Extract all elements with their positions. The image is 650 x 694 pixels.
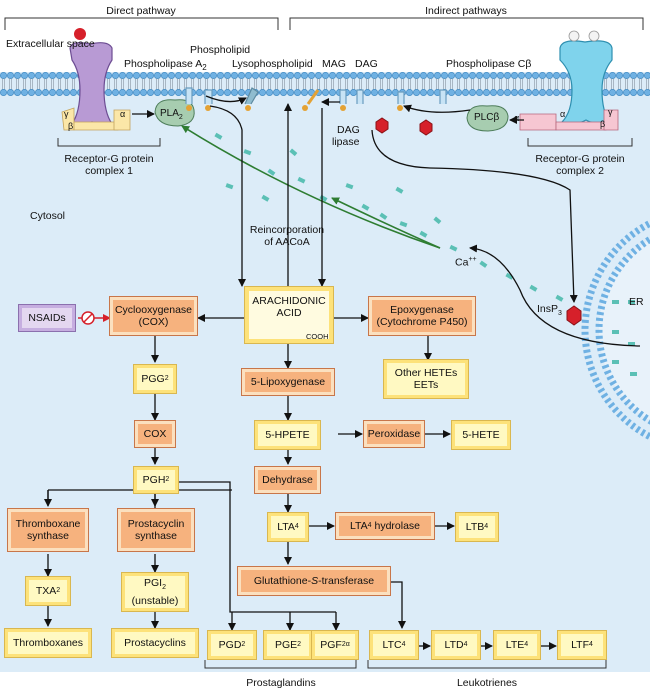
calcium-ions — [214, 132, 637, 376]
5-hete-box: 5-HETE — [451, 420, 511, 450]
insp3-label: InsP3 — [537, 303, 562, 318]
thromboxanes-box: Thromboxanes — [4, 628, 92, 658]
indirect-pathway-bracket — [289, 17, 644, 30]
gamma-subunit-2: γ — [608, 107, 613, 117]
er-to-ca-arrow — [469, 244, 641, 347]
mag-label: MAG — [322, 58, 346, 70]
cox-box: COX — [134, 420, 176, 448]
alpha-subunit-2a: α — [514, 113, 520, 123]
gamma-subunit-1: γ — [64, 109, 69, 119]
reincorporation-label-1: Reincorporation — [249, 224, 325, 236]
plcb-label: PLCβ — [474, 112, 500, 123]
cytosol-label: Cytosol — [30, 210, 66, 222]
pgi2-box: PGI2(unstable) — [121, 572, 189, 612]
calcium-arrow-1 — [181, 125, 441, 249]
footer-band — [0, 672, 650, 694]
receptor1-label-2: complex 1 — [85, 165, 133, 177]
prostaglandins-bracket — [204, 660, 357, 669]
calcium-arrow-2 — [331, 197, 441, 249]
plcb-to-dag-arrow — [403, 104, 471, 113]
pla2-to-aa-arrow — [209, 105, 246, 287]
calcium-label: Ca++ — [455, 256, 477, 269]
indirect-pathways-label: Indirect pathways — [425, 5, 507, 17]
alpha-subunit-2: α — [560, 109, 566, 119]
direct-pathway-bracket — [4, 17, 279, 30]
nsaids-box: NSAIDs — [18, 304, 76, 332]
receptor2-label-1: Receptor-G protein — [535, 153, 625, 165]
lipid-heads — [186, 105, 403, 111]
beta-subunit-1: β — [68, 121, 74, 131]
alpha-subunit-1: α — [120, 109, 126, 119]
extracellular-label: Extracellular space — [6, 38, 95, 50]
lipid-molecules — [185, 87, 447, 105]
beta-subunit-2: β — [600, 119, 606, 129]
insp3-hexagons — [375, 117, 582, 326]
dehydrase-box: Dehydrase — [254, 466, 321, 494]
leukotrienes-bracket — [367, 660, 607, 669]
er-membrane-inner — [595, 235, 650, 425]
phospholipase-cb-label: Phospholipase Cβ — [446, 58, 532, 70]
phospholipid-label: Phospholipid — [190, 44, 251, 56]
phospholipase-a2-label: Phospholipase A2 — [124, 58, 207, 73]
prostacyclins-box: Prostacyclins — [111, 628, 199, 658]
direct-pathway-label: Direct pathway — [106, 5, 176, 17]
receptor2-bracket — [527, 138, 633, 147]
pla2-enzyme-shape — [154, 99, 195, 127]
cyclooxygenase-box: Cyclooxygenase(COX) — [109, 296, 198, 336]
leukotrienes-label: Leukotrienes — [456, 677, 518, 689]
peroxidase-box: Peroxidase — [363, 420, 425, 448]
pl-to-lyso-arrow — [205, 95, 247, 105]
receptor1-label-1: Receptor-G protein — [64, 153, 154, 165]
receptor1-bracket — [57, 138, 161, 147]
reincorporation-label-2: of AACoA — [264, 236, 310, 248]
5-hpete-box: 5-HPETE — [254, 420, 321, 450]
flow-arrows — [44, 314, 557, 650]
membrane-outer-leaflet — [0, 72, 650, 84]
pla2-label: PLA2 — [160, 108, 183, 121]
glutathione-s-transferase-box: Glutathione-S-transferase — [237, 566, 391, 596]
receptor2-label-2: complex 2 — [556, 165, 604, 177]
membrane-inner-leaflet — [0, 84, 650, 96]
insp3-arrow — [371, 129, 578, 303]
dag-lipase-label-2: lipase — [332, 136, 360, 148]
receptor-complex-1-shape — [61, 28, 131, 131]
dag-label: DAG — [355, 58, 378, 70]
epoxygenase-box: Epoxygenase(Cytochrome P450) — [368, 296, 476, 336]
plcb-enzyme-shape — [466, 105, 509, 132]
lysophospholipid-label: Lysophospholipid — [232, 58, 313, 70]
dag-lipase-label-1: DAG — [337, 124, 360, 136]
receptor-complex-2-shape — [519, 30, 619, 131]
prostaglandins-label: Prostaglandins — [246, 677, 316, 689]
er-label: ER — [629, 296, 644, 308]
cooh-label: COOH — [306, 332, 329, 341]
5-lipoxygenase-box: 5-Lipoxygenase — [241, 368, 335, 396]
